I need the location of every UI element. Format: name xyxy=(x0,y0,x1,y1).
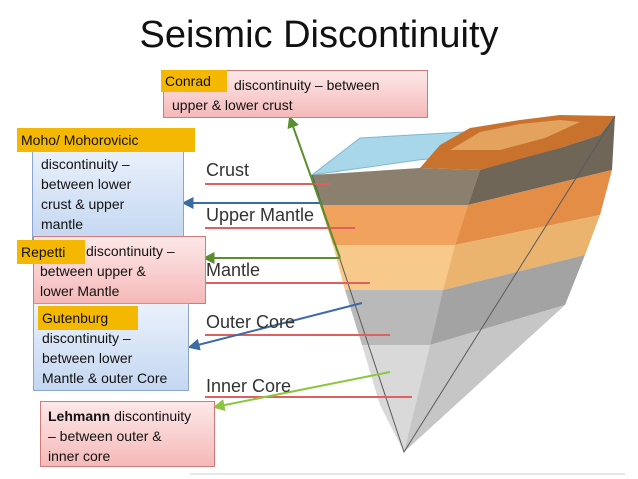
lehmann-text-line1: discontinuity xyxy=(110,408,192,424)
repetti-text-line2: between upper & xyxy=(40,263,146,279)
layer-label-mantle: Mantle xyxy=(206,260,261,280)
outer-core-layer-right xyxy=(430,255,585,345)
upper-mantle-layer-left xyxy=(320,205,468,245)
crust-layer-right xyxy=(468,116,615,205)
gutenburg-line1: discontinuity – xyxy=(42,330,131,346)
diagram-title: Seismic Discontinuity xyxy=(139,14,499,56)
upper-mantle-layer-right xyxy=(455,170,612,245)
lehmann-callout: Lehmann discontinuity – between outer & … xyxy=(40,401,215,467)
repetti-text-line1: discontinuity – xyxy=(86,243,175,259)
moho-tag: Moho/ Mohorovicic xyxy=(17,128,195,152)
inner-core-layer-left xyxy=(362,345,430,452)
mantle-layer-left xyxy=(333,245,455,290)
moho-line4: mantle xyxy=(41,216,84,232)
moho-line1: discontinuity – xyxy=(41,156,130,172)
conrad-tag: Conrad xyxy=(161,70,227,92)
lehmann-text-line3: inner core xyxy=(48,448,111,464)
repetti-tag: Repetti xyxy=(17,240,85,264)
lehmann-arrow xyxy=(212,371,391,412)
moho-callout: discontinuity – between lower crust & up… xyxy=(32,147,184,241)
layer-label-upper-mantle: Upper Mantle xyxy=(206,205,315,225)
moho-line3: crust & upper xyxy=(41,196,125,212)
moho-line2: between lower xyxy=(41,176,132,192)
layer-label-outer-core: Outer Core xyxy=(206,312,296,332)
mantle-layer-right xyxy=(443,215,600,290)
gutenburg-line2: between lower xyxy=(42,350,133,366)
crust-layer-left xyxy=(312,168,480,205)
lehmann-name: Lehmann xyxy=(48,408,111,424)
outer-core-layer-left xyxy=(345,290,443,345)
conrad-text-line1: discontinuity – between xyxy=(234,77,380,93)
layer-label-crust: Crust xyxy=(206,160,250,180)
layer-label-inner-core: Inner Core xyxy=(206,376,292,396)
mountain-highlight xyxy=(450,120,580,150)
conrad-arrow xyxy=(287,115,341,259)
inner-core-layer-right xyxy=(404,305,565,452)
gutenburg-arrow xyxy=(187,302,363,351)
repetti-text-line3: lower Mantle xyxy=(40,283,120,299)
gutenburg-line3: Mantle & outer Core xyxy=(42,370,168,386)
lehmann-text-line2: – between outer & xyxy=(48,428,162,444)
conrad-text-line2: upper & lower crust xyxy=(172,97,293,113)
gutenburg-tag: Gutenburg xyxy=(38,306,138,330)
